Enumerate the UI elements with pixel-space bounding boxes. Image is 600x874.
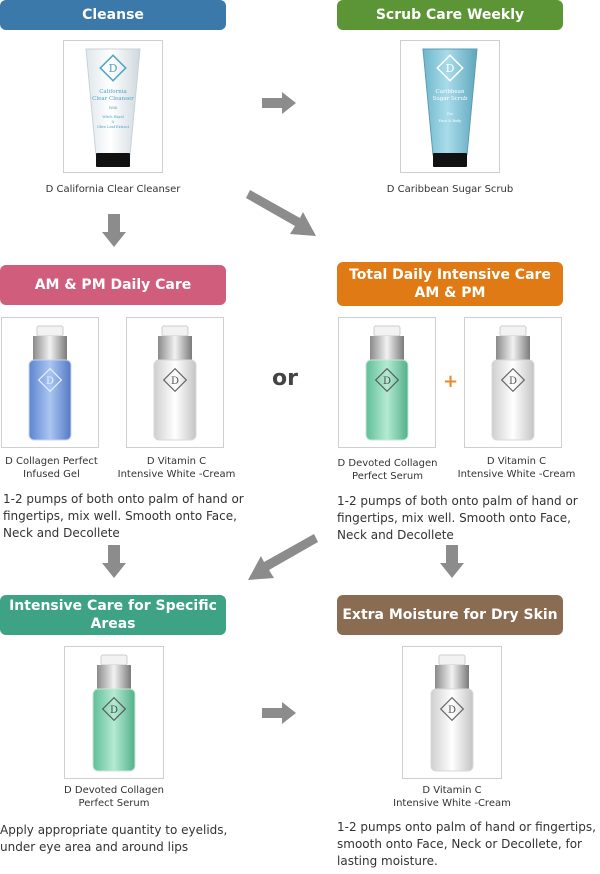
dry-skin-instructions: 1-2 pumps onto palm of hand or fingertip… xyxy=(337,819,597,870)
svg-text:D: D xyxy=(109,62,118,75)
arrow-right-icon xyxy=(262,702,296,724)
white-bottle-icon: D xyxy=(417,651,487,775)
specific-areas-header: Intensive Care for Specific Areas xyxy=(0,595,226,635)
specific-areas-instructions: Apply appropriate quantity to eyelids, u… xyxy=(0,822,250,856)
vitamin-c-image-2: D xyxy=(464,317,562,448)
intensive-care-header-line2: AM & PM xyxy=(415,284,486,302)
svg-text:Sugar Scrub: Sugar Scrub xyxy=(432,96,468,102)
scrub-header: Scrub Care Weekly xyxy=(337,0,563,30)
svg-text:&: & xyxy=(111,120,114,124)
or-label: or xyxy=(272,366,298,391)
daily-care-instructions: 1-2 pumps of both onto palm of hand or f… xyxy=(3,491,258,542)
svg-text:For: For xyxy=(447,112,453,116)
svg-text:California: California xyxy=(99,89,127,95)
svg-text:D: D xyxy=(171,376,179,387)
svg-text:Face & Body: Face & Body xyxy=(439,119,462,123)
scrub-tube-icon: D Caribbean Sugar Scrub For Face & Body xyxy=(405,43,495,171)
plus-label: + xyxy=(443,371,458,392)
intensive-care-header-line1: Total Daily Intensive Care xyxy=(349,266,551,284)
svg-text:With: With xyxy=(109,106,118,110)
arrow-down-icon xyxy=(440,545,464,578)
svg-text:D: D xyxy=(383,376,391,387)
svg-text:D: D xyxy=(46,376,54,387)
scrub-product-image: D Caribbean Sugar Scrub For Face & Body xyxy=(400,40,500,173)
svg-text:D: D xyxy=(446,62,455,75)
vitamin-c-image-1: D xyxy=(126,317,224,448)
collagen-gel-image: D xyxy=(1,317,99,448)
arrow-diagonal-down-left-icon xyxy=(246,534,318,582)
arrow-diagonal-down-right-icon xyxy=(246,190,318,238)
cleanser-label: D California Clear Cleanser xyxy=(20,183,206,196)
vitamin-c-label-3: D Vitamin C Intensive White -Cream xyxy=(378,784,526,810)
svg-text:D: D xyxy=(448,705,456,716)
white-bottle-icon: D xyxy=(140,322,210,444)
green-bottle-icon: D xyxy=(79,651,149,775)
scrub-label: D Caribbean Sugar Scrub xyxy=(357,183,543,196)
devoted-collagen-label-2: D Devoted Collagen Perfect Serum xyxy=(44,784,184,810)
dry-skin-header: Extra Moisture for Dry Skin xyxy=(337,595,563,635)
svg-text:Olive Leaf Extract: Olive Leaf Extract xyxy=(97,125,130,129)
white-bottle-icon: D xyxy=(478,322,548,444)
svg-text:D: D xyxy=(509,376,517,387)
svg-text:Clear Cleanser: Clear Cleanser xyxy=(92,96,134,102)
cleanser-tube-icon: D California Clear Cleanser With Witch H… xyxy=(68,43,158,171)
svg-text:Witch Hazel: Witch Hazel xyxy=(102,115,124,119)
intensive-care-instructions: 1-2 pumps of both onto palm of hand or f… xyxy=(337,493,595,544)
green-bottle-icon: D xyxy=(352,322,422,444)
devoted-collagen-image-1: D xyxy=(338,317,436,448)
devoted-collagen-label-1: D Devoted Collagen Perfect Serum xyxy=(320,457,455,483)
intensive-care-header: Total Daily Intensive Care AM & PM xyxy=(337,262,563,306)
arrow-down-icon xyxy=(102,214,126,247)
cleanse-header: Cleanse xyxy=(0,0,226,30)
cleanser-product-image: D California Clear Cleanser With Witch H… xyxy=(63,40,163,173)
arrow-down-icon xyxy=(102,545,126,578)
daily-care-header: AM & PM Daily Care xyxy=(0,265,226,305)
devoted-collagen-image-2: D xyxy=(64,646,164,779)
vitamin-c-label-1: D Vitamin C Intensive White -Cream xyxy=(104,455,249,481)
svg-text:D: D xyxy=(110,705,118,716)
vitamin-c-label-2: D Vitamin C Intensive White -Cream xyxy=(444,455,589,481)
collagen-gel-label: D Collagen Perfect Infused Gel xyxy=(0,455,103,481)
svg-text:Caribbean: Caribbean xyxy=(436,89,465,95)
blue-bottle-icon: D xyxy=(15,322,85,444)
vitamin-c-image-3: D xyxy=(402,646,502,779)
arrow-right-icon xyxy=(262,92,296,114)
